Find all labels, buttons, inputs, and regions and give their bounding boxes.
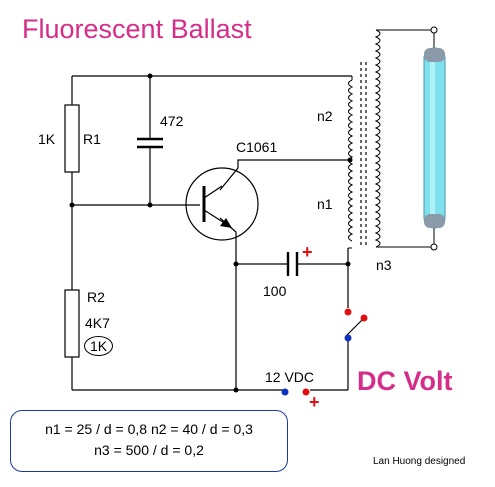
wire-collector xyxy=(219,159,350,191)
wire-emitter xyxy=(219,217,237,390)
coil-primary xyxy=(348,76,354,249)
r1-value-label: 1K xyxy=(38,131,56,147)
c1-value-label: 472 xyxy=(160,113,184,129)
transformer-core xyxy=(360,62,367,248)
winding-n3-label: n3 xyxy=(376,257,392,273)
r2-alt-value-label: 1K xyxy=(84,336,114,356)
transistor-c1061 xyxy=(185,167,259,241)
r1-name-label: R1 xyxy=(83,131,101,147)
transistor-label: C1061 xyxy=(236,139,278,155)
notes-line-2: n3 = 500 / d = 0,2 xyxy=(94,442,204,458)
tube-terminal-bottom xyxy=(430,243,438,251)
c2-value-label: 100 xyxy=(263,283,287,299)
resistor-r1 xyxy=(64,104,80,173)
supply-terminal-positive xyxy=(302,388,310,396)
power-switch xyxy=(344,308,368,342)
c2-plus-sign: + xyxy=(302,242,313,262)
supply-voltage-label: 12 VDC xyxy=(265,369,315,385)
supply-terminal-negative xyxy=(281,388,289,396)
coil-secondary-n3 xyxy=(374,29,381,248)
wire-tube-leads xyxy=(376,29,434,248)
winding-notes-box: n1 = 25 / d = 0,8 n2 = 40 / d = 0,3 n3 =… xyxy=(10,410,288,472)
tube-terminal-top xyxy=(430,26,438,34)
winding-n2-label: n2 xyxy=(317,108,333,124)
dc-volt-heading: DC Volt xyxy=(357,366,453,396)
capacitor-100 xyxy=(286,252,299,276)
winding-n1-label: n1 xyxy=(317,196,333,212)
diagram-title: Fluorescent Ballast xyxy=(22,14,252,44)
capacitor-472 xyxy=(137,137,163,149)
designer-credit: Lan Huong designed xyxy=(373,456,466,467)
r2-value-label: 4K7 xyxy=(85,315,110,331)
fluorescent-tube-icon xyxy=(423,33,446,244)
resistor-r2 xyxy=(64,289,80,358)
notes-line-1: n1 = 25 / d = 0,8 n2 = 40 / d = 0,3 xyxy=(45,421,253,437)
emitter-arrow-icon xyxy=(220,218,232,228)
supply-plus-sign: + xyxy=(309,392,320,412)
r2-name-label: R2 xyxy=(87,289,105,305)
